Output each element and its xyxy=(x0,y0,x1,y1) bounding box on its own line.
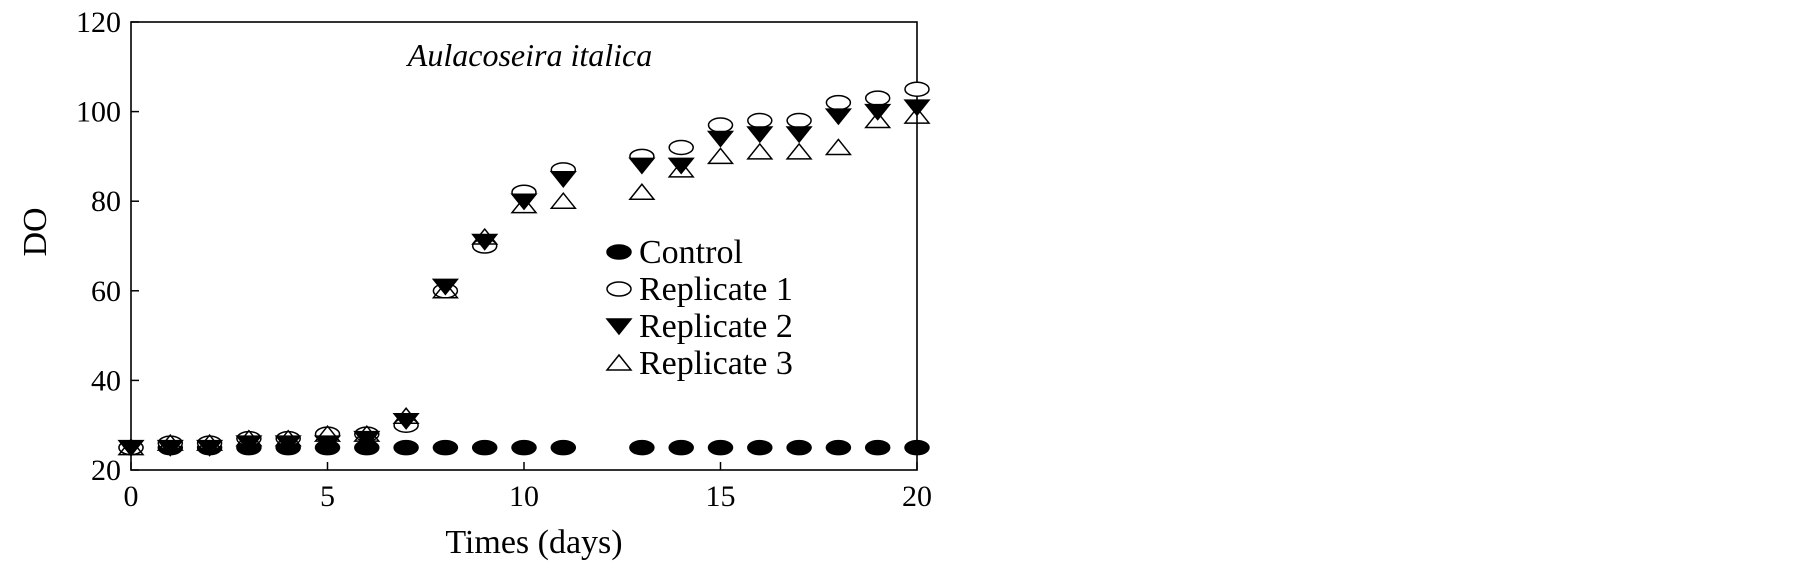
series-replicate-2 xyxy=(117,99,931,457)
x-axis-title: Times (days) xyxy=(445,524,622,561)
series-replicate-3 xyxy=(117,106,931,456)
data-point xyxy=(353,424,381,442)
data-point xyxy=(864,439,891,456)
data-point xyxy=(824,138,852,156)
y-axis-title: DO xyxy=(17,207,54,256)
x-tick-label: 10 xyxy=(509,480,539,513)
data-point xyxy=(706,147,735,165)
data-point xyxy=(549,191,577,209)
data-point xyxy=(156,433,184,451)
data-point xyxy=(511,439,537,456)
x-tick-label: 0 xyxy=(124,480,139,513)
data-point xyxy=(668,139,694,156)
data-point xyxy=(707,117,734,133)
data-point xyxy=(904,439,930,456)
data-point xyxy=(353,430,381,448)
legend-label: Control xyxy=(639,234,743,271)
data-point xyxy=(747,112,773,129)
y-tick-label: 60 xyxy=(91,275,121,308)
series-replicate-1 xyxy=(118,81,930,456)
legend-marker xyxy=(606,281,632,297)
data-point xyxy=(824,108,852,126)
data-point xyxy=(392,407,420,424)
data-point xyxy=(549,171,577,189)
legend-marker xyxy=(606,244,632,260)
data-point xyxy=(706,130,735,148)
data-point xyxy=(629,439,655,456)
data-point xyxy=(196,433,224,451)
data-point xyxy=(628,157,656,175)
data-point xyxy=(196,439,224,457)
data-point xyxy=(668,439,694,456)
data-point xyxy=(864,90,891,106)
data-point xyxy=(904,81,930,97)
data-point xyxy=(825,94,852,111)
data-point xyxy=(313,435,342,453)
y-tick-label: 100 xyxy=(76,96,121,129)
data-point xyxy=(825,439,852,456)
data-point xyxy=(510,196,538,214)
data-point xyxy=(471,439,498,456)
x-tick-label: 15 xyxy=(706,480,736,513)
data-point xyxy=(117,438,145,456)
data-point xyxy=(235,435,263,453)
y-tick-label: 20 xyxy=(91,454,121,487)
legend-label: Replicate 1 xyxy=(639,271,793,308)
data-point xyxy=(747,439,773,456)
data-point xyxy=(786,439,812,456)
data-point xyxy=(235,429,263,447)
legend-marker xyxy=(605,318,633,336)
data-points xyxy=(117,81,931,457)
legend-marker xyxy=(605,353,633,371)
data-point xyxy=(274,435,302,453)
x-tick-label: 20 xyxy=(902,480,932,513)
data-point xyxy=(274,429,302,447)
data-point xyxy=(313,424,342,442)
data-point xyxy=(864,111,892,129)
y-tick-label: 80 xyxy=(91,185,121,218)
plot-area-frame xyxy=(130,21,918,471)
data-point xyxy=(707,439,734,456)
data-point xyxy=(550,439,577,456)
data-point xyxy=(786,112,812,129)
data-point xyxy=(903,106,931,124)
chart-title: Aulacoseira italica xyxy=(406,37,652,73)
data-point xyxy=(628,183,656,200)
data-point xyxy=(667,160,695,178)
data-point xyxy=(393,439,419,456)
data-point xyxy=(471,227,499,245)
data-point xyxy=(667,157,695,175)
data-point xyxy=(785,142,813,160)
data-point xyxy=(746,142,774,160)
data-point xyxy=(432,439,459,456)
y-tick-label: 40 xyxy=(91,364,121,397)
data-point xyxy=(746,126,774,144)
data-point xyxy=(431,278,459,296)
data-point xyxy=(392,412,420,430)
axis-ticks: 0 5 10 15 20 20 40 60 80 100 120 xyxy=(76,6,932,513)
y-tick-label: 120 xyxy=(76,6,121,39)
data-point xyxy=(785,126,813,144)
legend-label: Replicate 2 xyxy=(639,308,793,345)
data-point xyxy=(431,281,459,299)
data-point xyxy=(471,233,499,251)
x-tick-label: 5 xyxy=(320,480,335,513)
legend-label: Replicate 3 xyxy=(639,345,793,382)
data-point xyxy=(156,439,184,457)
data-point xyxy=(510,193,538,211)
